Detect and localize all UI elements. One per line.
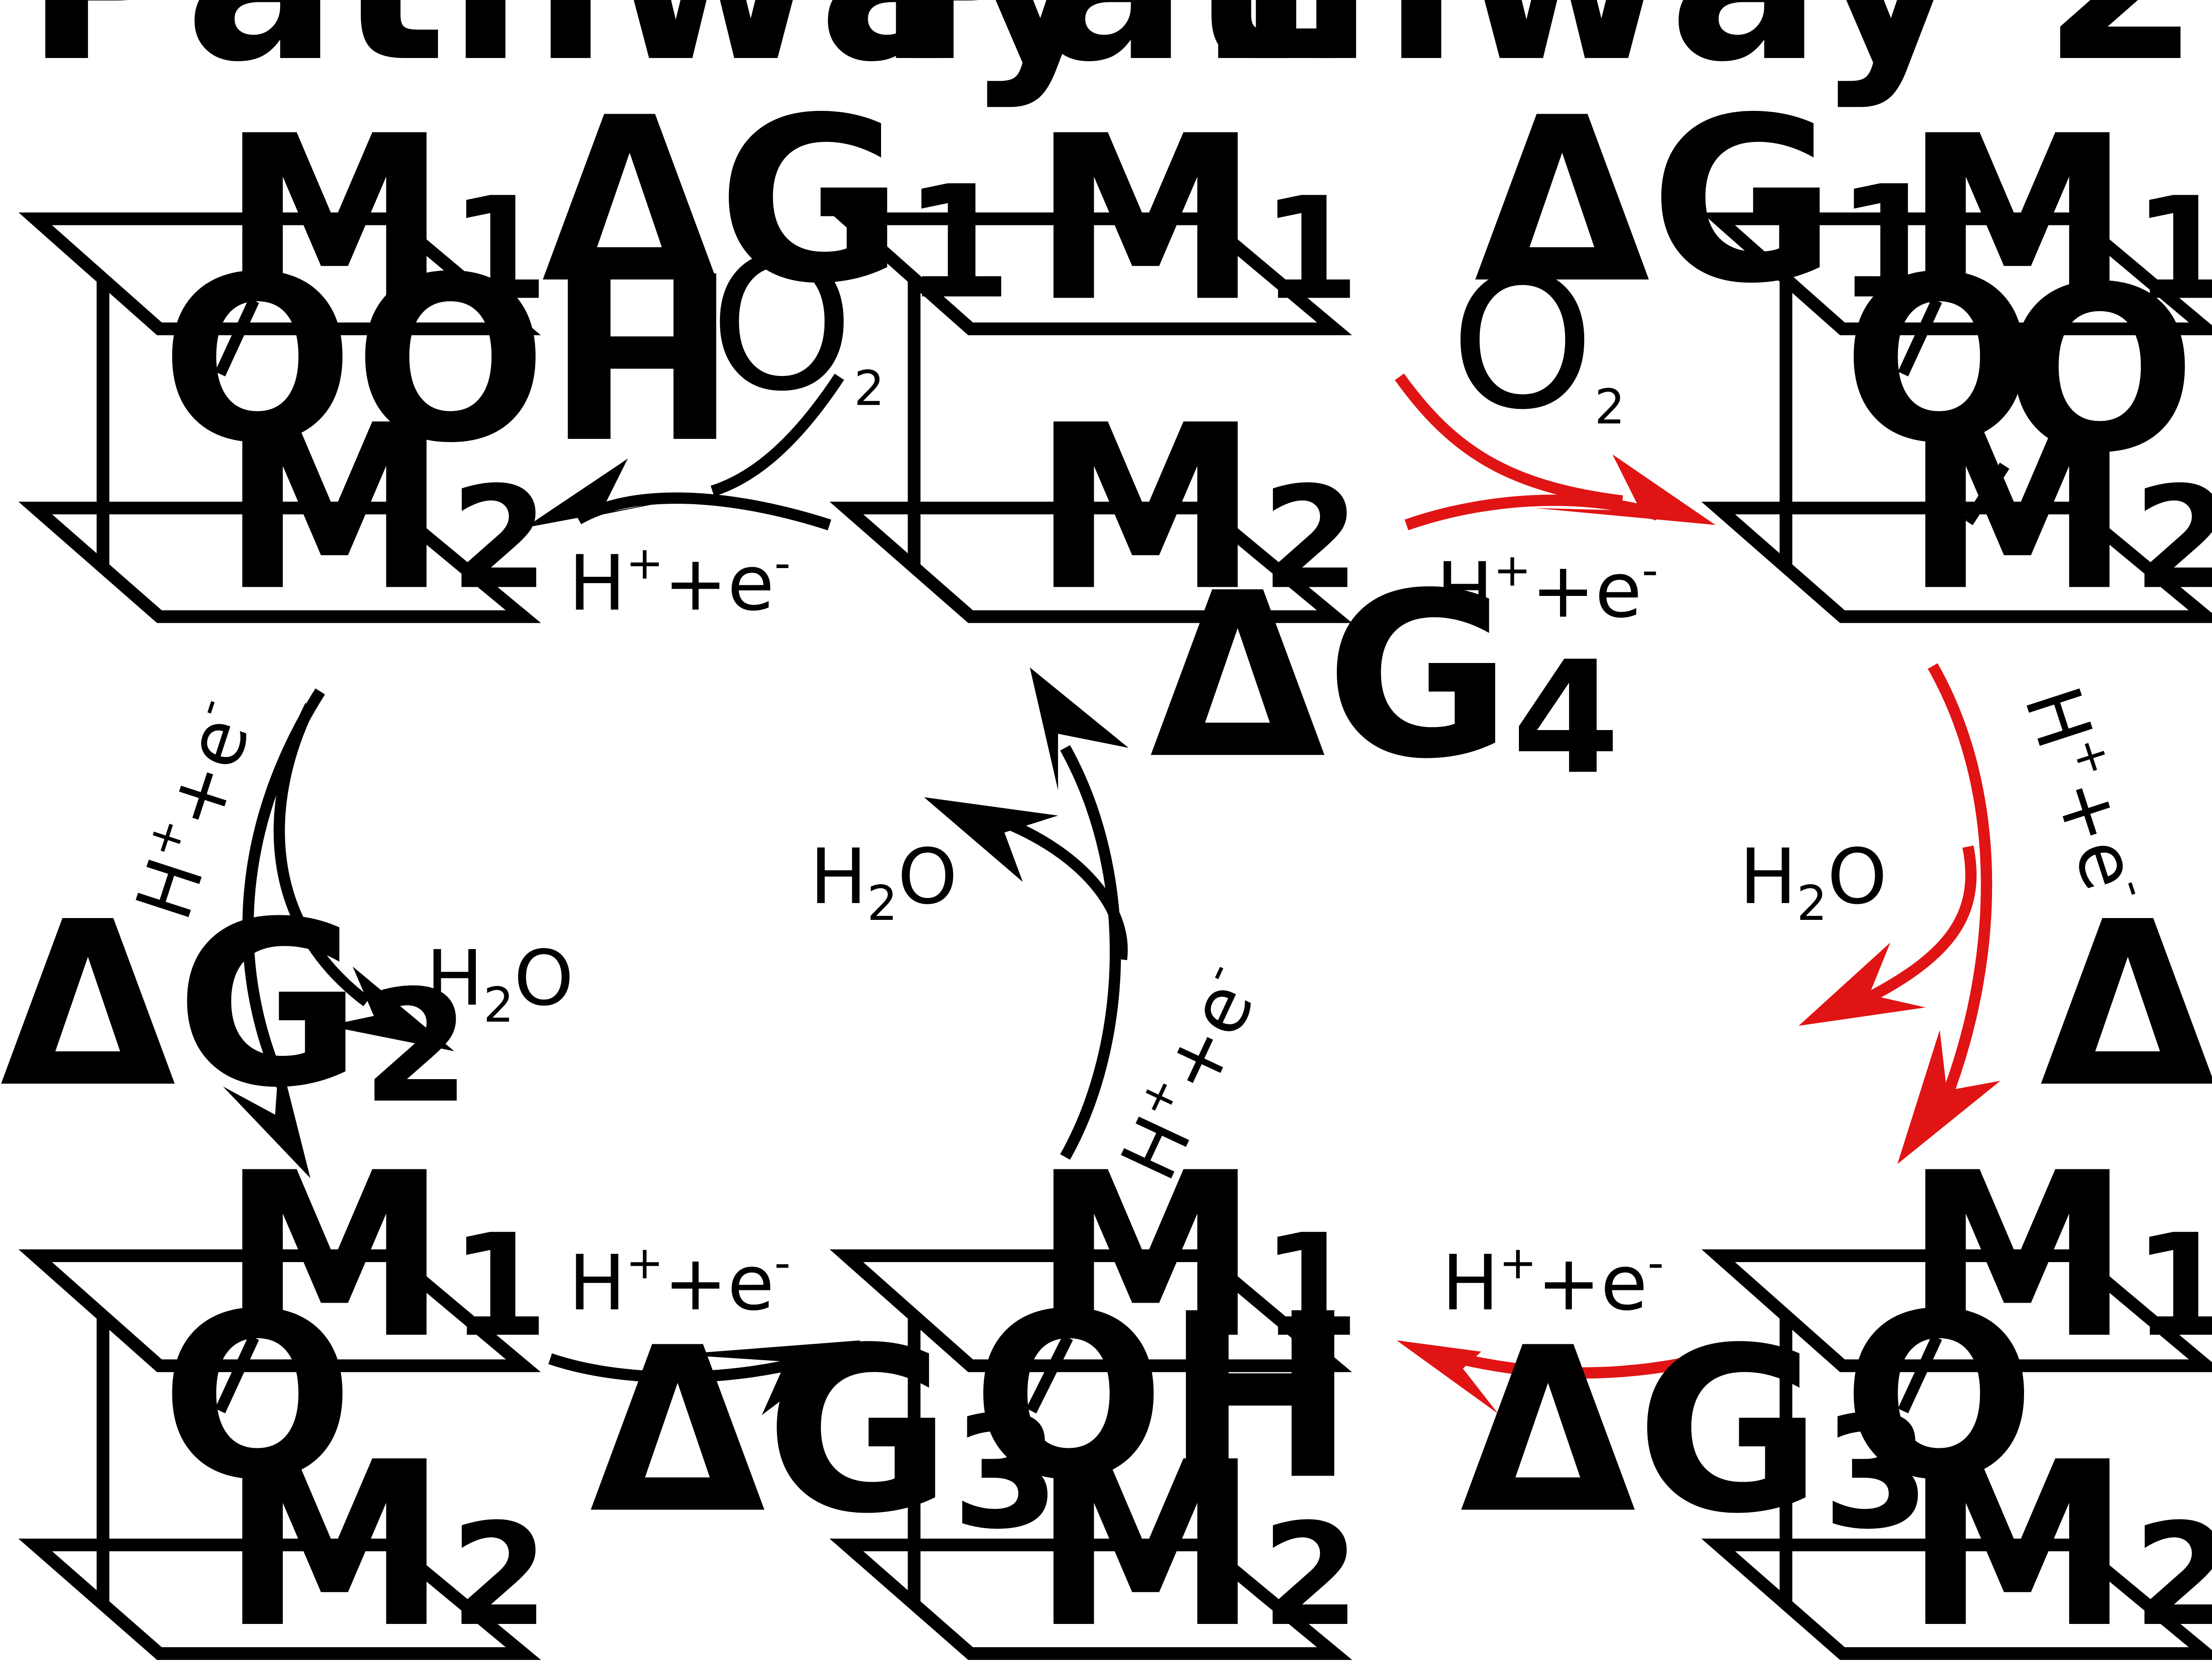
pathway-1-title: Pathway 1 — [25, 0, 1350, 112]
site-o-oh: M1 O OH M2 — [1718, 88, 2212, 641]
adsorbate-o-bottom: O — [161, 1265, 354, 1529]
arrow-step3-pathway2 — [1396, 1340, 1711, 1414]
arrow-step4-pathway1 — [924, 667, 1129, 1160]
arrow-step3-pathway1 — [548, 1340, 861, 1415]
h2o-label-step4-pathway1: H2O — [810, 833, 958, 931]
svg-text:M2: M2 — [221, 377, 548, 641]
svg-text:M1: M1 — [1904, 88, 2212, 352]
adsorbate-ooh: OOH — [161, 229, 737, 493]
site-oh: M1 OH M2 — [846, 1124, 1360, 1665]
svg-text:M1: M1 — [1904, 1124, 2212, 1388]
adsorbate-oh-bottom: OH — [972, 1265, 1355, 1529]
svg-text:M2: M2 — [1904, 1414, 2212, 1665]
arrow-step1-pathway2 — [1395, 373, 1716, 531]
delta-g4-pathway1: ΔG4 — [1150, 544, 1620, 809]
site-o-right: M1 O M2 — [1718, 1124, 2212, 1665]
svg-text:M1: M1 — [221, 88, 548, 352]
arrow-step2-pathway2 — [1799, 663, 2001, 1164]
h2o-label-step2-pathway1: H2O — [426, 934, 574, 1033]
adsorbate-oh: OH — [2003, 239, 2212, 503]
delta-g3-pathway1: ΔG3 — [590, 1300, 1059, 1564]
svg-text:M1: M1 — [221, 1124, 548, 1388]
site-ooh: M1 OOH M2 — [35, 88, 737, 641]
delta-g2-pathway2: ΔG2 — [2040, 873, 2212, 1138]
proton-electron-step1-pathway1: H++e- — [569, 537, 791, 628]
adsorbate-o: O — [1842, 229, 2035, 493]
proton-electron-step3-pathway2: H++e- — [1442, 1237, 1664, 1328]
delta-g1-pathway2: ΔG1 — [1474, 69, 1944, 333]
svg-text:M2: M2 — [1033, 377, 1360, 641]
adsorbate-o-right: O — [1842, 1265, 2035, 1529]
o2-label-pathway2: O2 — [1450, 236, 1625, 450]
pathway-2-title: Pathway 2 — [875, 0, 2200, 112]
arrow-step1-pathway1 — [525, 374, 844, 531]
svg-text:M2: M2 — [1033, 1414, 1360, 1665]
proton-electron-step2-pathway2: H++e- — [2007, 676, 2162, 915]
proton-electron-step1-pathway2: H++e- — [1436, 544, 1658, 635]
h2o-label-step2-pathway2: H2O — [1739, 833, 1887, 931]
o2-label-pathway1: O2 — [710, 218, 884, 432]
delta-g2-pathway1: ΔG2 — [0, 873, 470, 1138]
svg-text:M2: M2 — [221, 1414, 548, 1665]
delta-g3-pathway2: ΔG3 — [1460, 1300, 1930, 1564]
proton-electron-step4-pathway1: H++e- — [1102, 953, 1278, 1193]
site-o: M1 O M2 — [35, 1124, 548, 1665]
svg-text:M1: M1 — [1033, 88, 1360, 352]
delta-g1-pathway1: ΔG1 — [542, 69, 1012, 333]
svg-text:M2: M2 — [1904, 377, 2212, 641]
site-bare: M1 M2 — [846, 88, 1360, 641]
proton-electron-step3-pathway1: H++e- — [569, 1237, 791, 1328]
arrow-step2-pathway1 — [223, 688, 454, 1178]
